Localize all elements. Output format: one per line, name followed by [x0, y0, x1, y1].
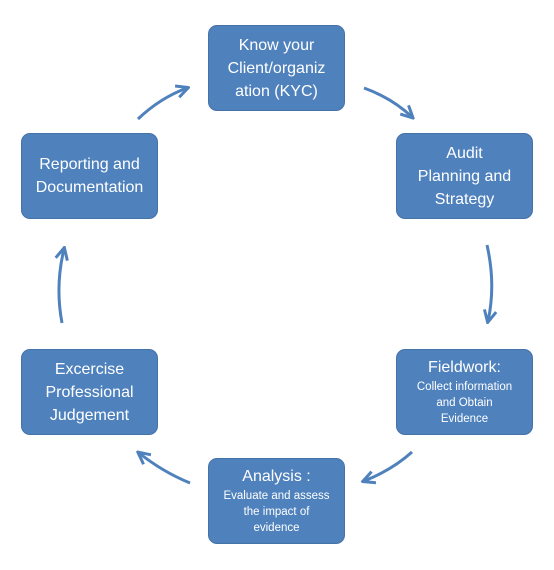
- node-planning-line-1: Audit: [446, 144, 483, 162]
- arrow-kyc-to-planning: [363, 86, 412, 117]
- node-audit-planning: Audit Planning and Strategy: [396, 133, 533, 219]
- node-fieldwork-detail-2: and Obtain: [436, 397, 493, 409]
- node-fieldwork-detail-1: Collect information: [416, 381, 513, 393]
- node-analysis-detail-3: evidence: [253, 522, 300, 534]
- node-reporting-documentation: Reporting and Documentation: [21, 133, 158, 219]
- arrow-analysis-to-judgement: [139, 453, 191, 485]
- arrow-planning-to-fieldwork: [487, 244, 492, 321]
- node-kyc-line-3: ation (KYC): [235, 82, 318, 100]
- arrow-reporting-to-kyc: [136, 88, 187, 121]
- node-reporting-line-2: Documentation: [35, 179, 144, 196]
- node-analysis-detail-2: the impact of: [243, 506, 310, 518]
- arrow-judgement-to-reporting: [59, 249, 64, 324]
- node-planning-line-2: Planning and: [417, 167, 512, 185]
- node-reporting-line-1: Reporting and: [39, 156, 140, 173]
- node-fieldwork-detail-3: Evidence: [440, 413, 489, 425]
- node-judgement-line-2: Professional: [45, 383, 134, 401]
- node-fieldwork-title: Fieldwork:: [428, 359, 501, 376]
- node-kyc-line-2: Client/organiz: [227, 59, 326, 77]
- node-fieldwork: Fieldwork: Collect information and Obtai…: [396, 349, 533, 435]
- node-kyc-line-1: Know your: [238, 36, 315, 54]
- node-analysis-detail-1: Evaluate and assess: [223, 490, 330, 502]
- node-know-your-client: Know your Client/organiz ation (KYC): [208, 25, 345, 111]
- node-professional-judgement: Excercise Professional Judgement: [21, 349, 158, 435]
- node-analysis-title: Analysis :: [242, 468, 311, 485]
- node-planning-line-3: Strategy: [434, 190, 495, 208]
- arrow-fieldwork-to-analysis: [364, 450, 414, 481]
- node-judgement-line-3: Judgement: [49, 406, 130, 424]
- node-analysis: Analysis : Evaluate and assess the impac…: [208, 458, 345, 544]
- node-judgement-line-1: Excercise: [54, 360, 125, 378]
